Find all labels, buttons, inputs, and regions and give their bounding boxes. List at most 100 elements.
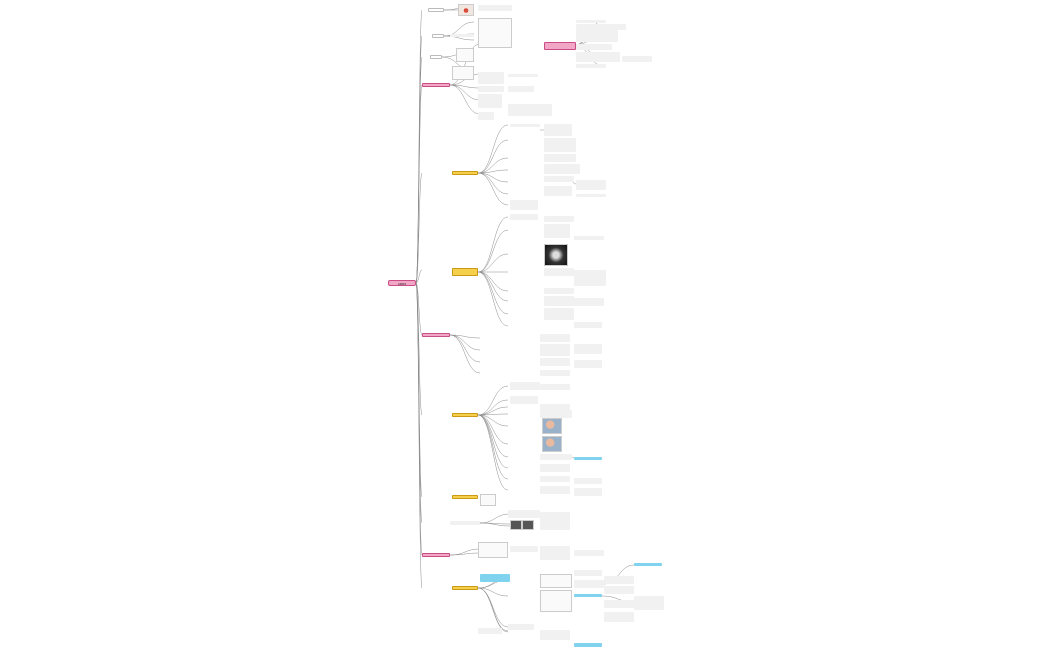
image-thumbnail: [522, 520, 534, 530]
note-card: [478, 72, 504, 84]
connector-line: [477, 172, 509, 206]
connector-line: [415, 269, 423, 284]
note-card: [478, 94, 502, 108]
connector-line: [477, 587, 509, 628]
section-node-pink[interactable]: [422, 333, 450, 337]
note-card: [450, 521, 480, 525]
connector-line: [477, 271, 509, 315]
image-thumbnail: [544, 244, 568, 266]
image-thumbnail: [458, 4, 474, 16]
note-card: [576, 52, 620, 62]
image-thumbnail: [542, 436, 562, 452]
note-card: [576, 64, 606, 68]
image-thumbnail: [510, 520, 522, 530]
connector-line: [477, 139, 509, 174]
note-card: [450, 34, 474, 37]
note-card: [540, 410, 572, 418]
note-card: [540, 476, 570, 482]
note-card: [574, 344, 602, 354]
note-card: [540, 486, 570, 494]
connector-line: [477, 124, 509, 174]
note-card: [540, 344, 570, 356]
note-card: [544, 164, 580, 174]
section-node-yellow[interactable]: [452, 586, 478, 590]
note-card: [576, 24, 626, 30]
note-card: [634, 596, 664, 610]
connector-line: [477, 414, 509, 480]
note-card: [576, 180, 606, 190]
connector-line: [477, 229, 509, 273]
connector-line: [449, 334, 481, 351]
section-node-pink[interactable]: [422, 553, 450, 557]
note-card: [544, 296, 574, 306]
highlight-card-blue: [480, 574, 510, 582]
connector-line: [477, 414, 509, 445]
note-card: [576, 194, 606, 197]
note-card: [540, 454, 572, 460]
note-card: [540, 404, 570, 410]
note-card: [574, 360, 602, 368]
note-card: [540, 630, 570, 640]
connector-line: [449, 84, 481, 101]
connector-line: [477, 413, 509, 416]
note-card: [540, 522, 570, 530]
note-card: [574, 236, 604, 240]
note-card: [574, 298, 604, 306]
note-card: [576, 30, 618, 42]
note-card: [544, 138, 576, 152]
image-thumbnail: [540, 590, 572, 612]
note-card: [544, 288, 574, 294]
note-card: [540, 334, 570, 342]
note-card: [478, 86, 504, 92]
connector-line: [443, 35, 475, 41]
note-card: [508, 510, 540, 518]
note-card: [574, 550, 604, 556]
connector-line: [415, 172, 423, 284]
note-card: [478, 5, 512, 11]
branch-node[interactable]: [430, 55, 442, 59]
connector-line: [415, 282, 423, 589]
note-card: [574, 478, 602, 484]
note-card: [540, 358, 570, 366]
note-card: [540, 546, 570, 560]
section-node-yellow[interactable]: [452, 413, 478, 417]
note-card: [544, 216, 574, 222]
note-card: [574, 322, 602, 328]
note-card: [540, 512, 570, 522]
connector-line: [477, 169, 509, 174]
connector-line: [477, 253, 509, 273]
section-node-yellow[interactable]: [452, 495, 478, 499]
connector-line: [477, 414, 509, 469]
connector-line: [477, 216, 509, 273]
note-card: [478, 628, 502, 634]
section-node-yellow[interactable]: [452, 268, 478, 276]
image-thumbnail: [542, 418, 562, 434]
highlight-node[interactable]: [544, 42, 576, 50]
branch-node[interactable]: [428, 8, 444, 12]
connector-line: [479, 513, 511, 524]
connector-line: [449, 334, 481, 363]
connector-line: [477, 587, 509, 632]
note-card: [544, 186, 572, 196]
note-card: [544, 224, 570, 238]
note-card: [622, 56, 652, 62]
highlight-card-blue: [574, 594, 602, 597]
connector-line: [477, 271, 509, 327]
connector-line: [477, 271, 509, 292]
note-card: [478, 112, 494, 120]
connector-line: [443, 21, 475, 37]
connector-line: [449, 43, 481, 86]
note-card: [574, 270, 606, 286]
note-card: [604, 576, 634, 584]
branch-node[interactable]: [432, 34, 444, 38]
note-card: [508, 104, 552, 116]
connector-line: [415, 282, 423, 416]
note-card: [604, 600, 634, 608]
note-card: [544, 154, 576, 162]
section-node-yellow[interactable]: [452, 171, 478, 175]
note-card: [574, 570, 602, 576]
root-node[interactable]: ARDS: [388, 280, 416, 286]
section-node-pink[interactable]: [422, 83, 450, 87]
note-card: [574, 488, 602, 496]
